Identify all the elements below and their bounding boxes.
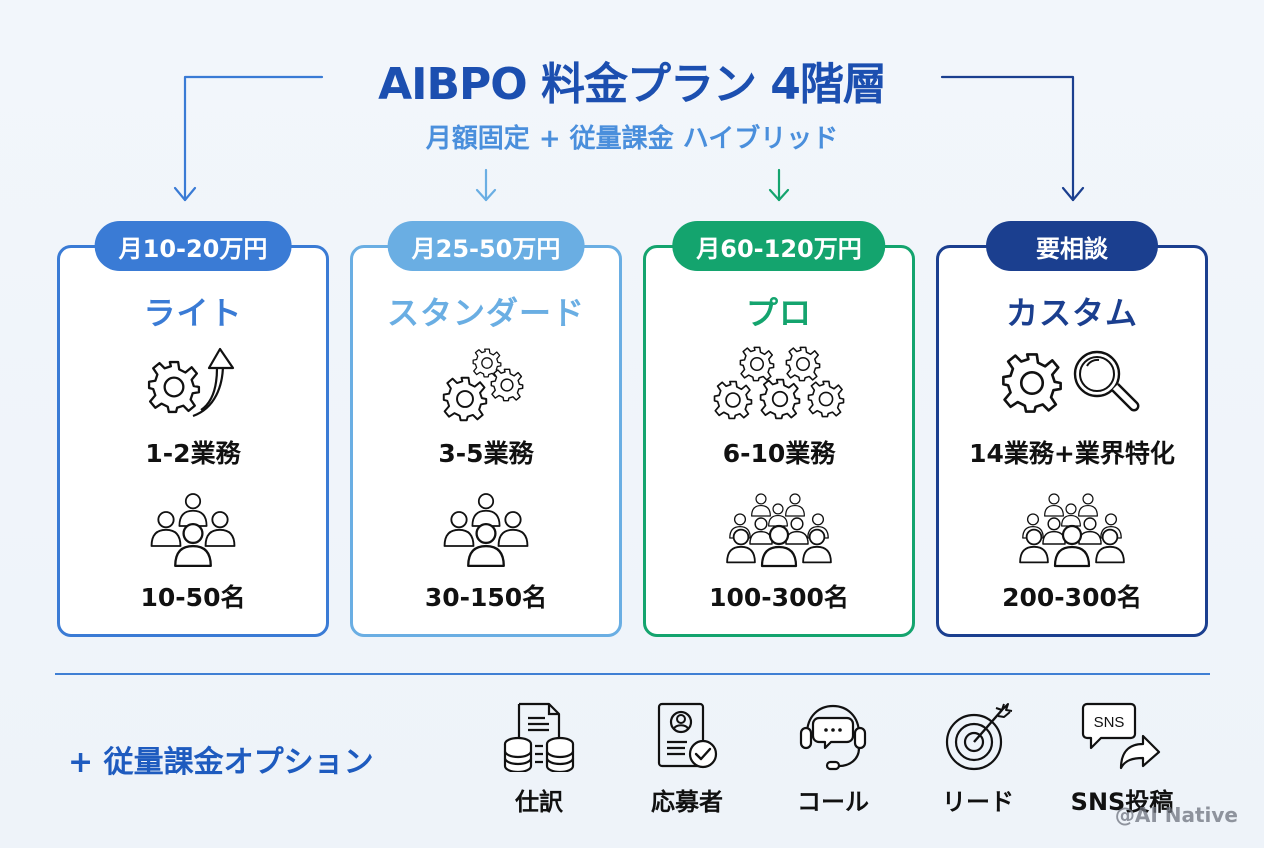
watermark: @AI Native [1114,803,1238,827]
task-count: 1-2業務 [145,439,241,468]
option-label: SNS投稿 [1070,788,1174,816]
option-call[interactable]: コール [768,700,898,817]
plan-name: カスタム [1005,294,1138,332]
plan-name: ライト [143,294,243,332]
task-count: 14業務+業界特化 [969,439,1175,468]
headset-chat-icon [799,704,867,771]
price-badge: 月10-20万円 [94,221,292,271]
user-count: 100-300名 [709,583,849,612]
plan-card-pro[interactable]: 月60-120万円 プロ 6-10業務 100-300名 [643,221,915,637]
user-count: 200-300名 [1002,583,1142,612]
five-gears-icon [713,346,845,420]
option-sns-post[interactable]: SNS SNS投稿 [1057,700,1187,817]
task-count: 6-10業務 [722,439,836,468]
gear-arrow-up-icon [147,347,235,418]
plan-name: スタンダード [386,294,585,332]
option-label: 応募者 [651,788,723,816]
plan-name: プロ [745,294,812,332]
applicant-check-icon [657,702,718,769]
flow-connectors [173,75,1085,202]
plan-card-lite[interactable]: 月10-20万円 ライト 1-2業務 10-50名 [57,221,329,637]
group-small-icon [150,493,236,568]
group-large-icon [726,493,832,568]
option-label: 仕訳 [515,788,563,816]
task-count: 3-5業務 [438,439,534,468]
three-gears-icon [442,348,524,422]
gear-magnifier-icon [1002,350,1140,413]
usage-options-heading: + 従量課金オプション [68,745,374,780]
document-database-icon [503,702,575,772]
page-title: AIBPO 料金プラン 4階層 [378,59,887,110]
group-small-icon [443,493,529,568]
page-subtitle: 月額固定 + 従量課金 ハイブリッド [425,124,839,154]
price-badge: 月25-50万円 [387,221,585,271]
option-applicant[interactable]: 応募者 [622,700,752,817]
option-label: コール [797,788,869,816]
sns-share-icon: SNS [1081,702,1161,770]
option-journal[interactable]: 仕訳 [474,700,604,817]
option-label: リード [942,788,1014,816]
plan-card-custom[interactable]: 要相談 カスタム 14業務+業界特化 200-300名 [936,221,1208,637]
price-badge: 要相談 [986,221,1158,271]
plan-card-standard[interactable]: 月25-50万円 スタンダード 3-5業務 30-150名 [350,221,622,637]
user-count: 10-50名 [140,583,246,612]
option-lead[interactable]: リード [913,700,1043,817]
group-large-icon [1019,493,1125,568]
user-count: 30-150名 [424,583,548,612]
section-divider [55,673,1210,675]
price-badge: 月60-120万円 [672,221,886,271]
target-arrow-icon [945,703,1013,771]
svg-text:SNS: SNS [1094,714,1125,731]
